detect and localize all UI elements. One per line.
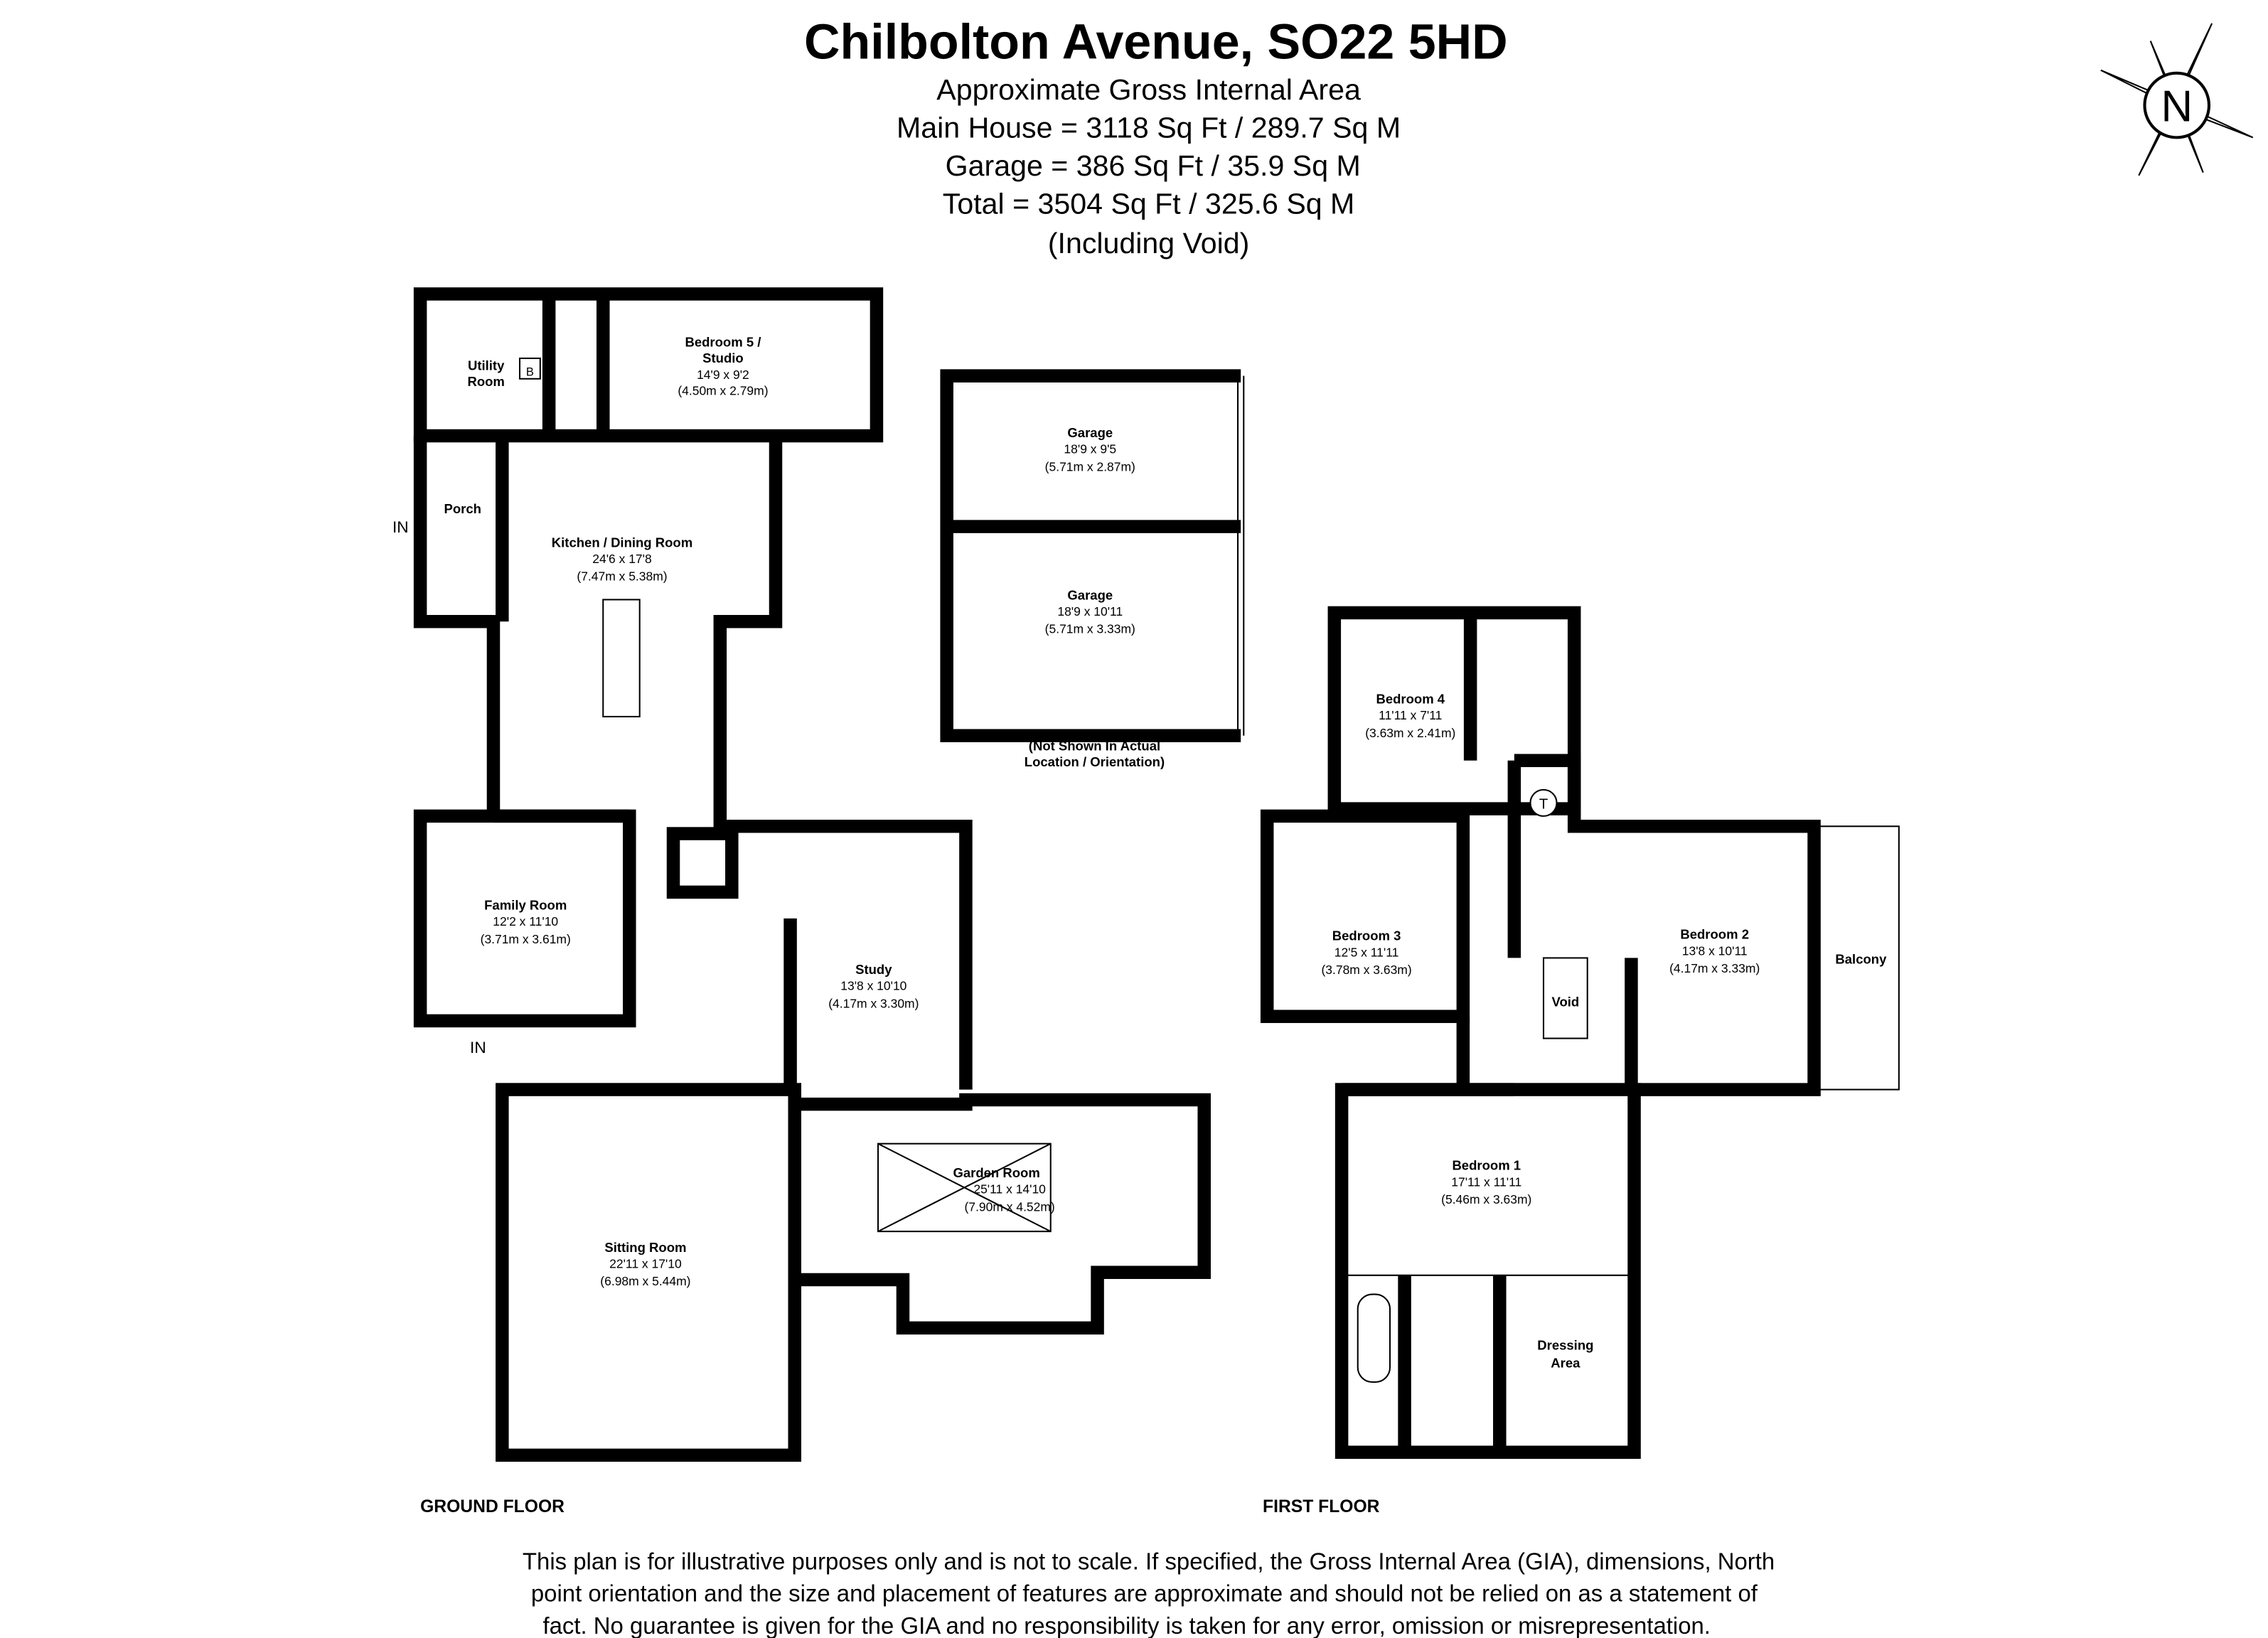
room-bedroom4: Bedroom 4 (1376, 691, 1445, 706)
room-balcony: Balcony (1835, 952, 1887, 967)
dim-imperial: 12'5 x 11'11 (1334, 945, 1399, 959)
first-floor-walls (1260, 606, 1900, 1459)
room-family: Family Room (484, 898, 567, 913)
ground-floor-labels: Utility Room Bedroom 5 / Studio 14'9 x 9… (392, 335, 1055, 1517)
entrance-label: IN (392, 518, 409, 536)
void-note: (Including Void) (1048, 227, 1249, 259)
room-bedroom2: Bedroom 2 (1680, 927, 1749, 942)
dim-imperial: 17'11 x 11'11 (1451, 1174, 1521, 1189)
room-garage-2: Garage (1067, 587, 1113, 602)
total-area: Total = 3504 Sq Ft / 325.6 Sq M (943, 187, 1355, 220)
dim-metric: (3.63m x 2.41m) (1365, 726, 1455, 740)
garage-area: Garage = 386 Sq Ft / 35.9 Sq M (946, 149, 1361, 182)
dim-metric: (7.47m x 5.38m) (577, 569, 667, 584)
dim-metric: (5.71m x 3.33m) (1045, 622, 1135, 636)
dim-imperial: 18'9 x 10'11 (1057, 604, 1123, 619)
room-void: Void (1551, 994, 1579, 1009)
room-bedroom3: Bedroom 3 (1332, 928, 1401, 943)
room-study: Study (855, 962, 892, 977)
dim-imperial: 13'8 x 10'10 (840, 979, 906, 993)
room-bedroom5-line2: Studio (702, 350, 744, 365)
room-garden: Garden Room (953, 1165, 1039, 1180)
entrance-label-2: IN (470, 1039, 486, 1056)
room-porch: Porch (444, 501, 481, 516)
dim-imperial: 25'11 x 14'10 (973, 1182, 1046, 1197)
ground-floor-walls (413, 287, 1211, 1462)
boiler-label: B (526, 366, 534, 379)
dim-imperial: 14'9 x 9'2 (697, 368, 749, 382)
north-compass-icon: N (2100, 23, 2254, 176)
title: Chilbolton Avenue, SO22 5HD (804, 14, 1508, 69)
dim-metric: (5.46m x 3.63m) (1441, 1192, 1531, 1206)
garage: Garage 18'9 x 9'5 (5.71m x 2.87m) Garage… (940, 369, 1245, 769)
disclaimer-line: This plan is for illustrative purposes o… (523, 1548, 1775, 1574)
first-floor-labels: Bedroom 4 11'11 x 7'11 (3.63m x 2.41m) B… (1263, 691, 1887, 1516)
compass-label: N (2161, 82, 2193, 132)
dim-metric: (7.90m x 4.52m) (965, 1199, 1055, 1214)
room-utility-line2: Room (467, 374, 504, 389)
header: Chilbolton Avenue, SO22 5HD Approximate … (804, 14, 1508, 259)
dim-imperial: 12'2 x 11'10 (493, 914, 558, 928)
room-kitchen: Kitchen / Dining Room (552, 535, 692, 550)
main-house-area: Main House = 3118 Sq Ft / 289.7 Sq M (897, 111, 1401, 144)
dim-metric: (4.50m x 2.79m) (678, 383, 768, 397)
dim-metric: (3.78m x 3.63m) (1321, 963, 1411, 977)
dim-metric: (6.98m x 5.44m) (600, 1274, 690, 1288)
disclaimer-line: point orientation and the size and place… (531, 1580, 1758, 1607)
room-dressing: Dressing (1537, 1338, 1593, 1353)
ground-floor-label: GROUND FLOOR (420, 1497, 565, 1516)
area-line: Approximate Gross Internal Area (936, 73, 1361, 106)
room-dressing-line2: Area (1551, 1355, 1580, 1370)
dim-imperial: 13'8 x 10'11 (1682, 943, 1748, 958)
room-sitting: Sitting Room (604, 1240, 686, 1255)
room-utility: Utility (468, 358, 505, 373)
garage-note-2: Location / Orientation) (1025, 754, 1165, 769)
first-floor-label: FIRST FLOOR (1263, 1497, 1380, 1516)
dim-metric: (4.17m x 3.33m) (1669, 961, 1760, 975)
disclaimer: This plan is for illustrative purposes o… (523, 1548, 1775, 1638)
garage-note: (Not Shown In Actual (1029, 738, 1160, 753)
dim-imperial: 22'11 x 17'10 (609, 1257, 682, 1271)
dim-metric: (5.71m x 2.87m) (1045, 459, 1135, 473)
dim-imperial: 11'11 x 7'11 (1379, 708, 1442, 722)
tank-label: T (1539, 796, 1548, 813)
dim-imperial: 18'9 x 9'5 (1064, 442, 1116, 456)
room-bedroom1: Bedroom 1 (1452, 1158, 1521, 1173)
dim-metric: (3.71m x 3.61m) (481, 932, 571, 946)
dim-imperial: 24'6 x 17'8 (592, 552, 651, 566)
room-garage-1: Garage (1067, 425, 1113, 440)
dim-metric: (4.17m x 3.30m) (828, 996, 919, 1010)
disclaimer-line: fact. No guarantee is given for the GIA … (542, 1612, 1710, 1638)
room-bedroom5: Bedroom 5 / (685, 335, 761, 350)
